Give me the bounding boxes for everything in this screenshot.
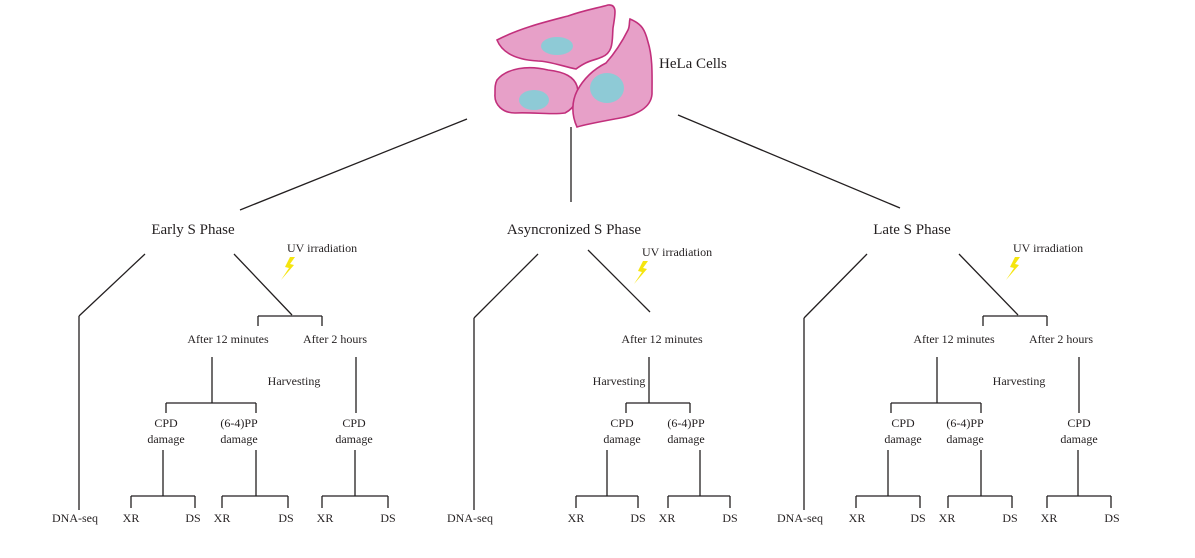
pp-damage-label: (6-4)PP [946, 416, 984, 430]
pp-damage-label: (6-4)PP [220, 416, 258, 430]
branch-asyncronized-s-phase: Asyncronized S Phase DNA-seq UV irradiat… [447, 222, 738, 525]
ds-label: DS [185, 511, 200, 525]
lightning-bolt-icon [634, 261, 648, 284]
nucleus [519, 90, 549, 110]
cell-right [572, 17, 653, 128]
ds-label: DS [1002, 511, 1017, 525]
xr-label: XR [1041, 511, 1058, 525]
time-12-minutes-label: After 12 minutes [913, 332, 995, 346]
uv-irradiation-label: UV irradiation [287, 241, 357, 255]
ds-label: DS [1104, 511, 1119, 525]
pp-damage-label: damage [946, 432, 983, 446]
root-connectors [239, 114, 901, 211]
xr-label: XR [317, 511, 334, 525]
cpd-damage-label: CPD [342, 416, 366, 430]
nucleus [541, 37, 573, 55]
diagram-title: HeLa Cells [659, 56, 727, 72]
cpd-damage-label: damage [335, 432, 372, 446]
harvesting-label: Harvesting [593, 374, 646, 388]
ds-label: DS [380, 511, 395, 525]
branch-early-s-phase: Early S Phase DNA-seq UV irradiation Aft… [52, 222, 396, 525]
cpd-damage-label: CPD [891, 416, 915, 430]
cpd-damage-label: damage [884, 432, 921, 446]
time-2-hours-label: After 2 hours [303, 332, 367, 346]
time-2-hours-label: After 2 hours [1029, 332, 1093, 346]
harvesting-label: Harvesting [268, 374, 321, 388]
ds-label: DS [910, 511, 925, 525]
dna-seq-label: DNA-seq [777, 511, 823, 525]
time-12-minutes-label: After 12 minutes [621, 332, 703, 346]
uv-irradiation-label: UV irradiation [1013, 241, 1083, 255]
time-12-minutes-label: After 12 minutes [187, 332, 269, 346]
xr-label: XR [568, 511, 585, 525]
ds-label: DS [722, 511, 737, 525]
cpd-damage-label: CPD [154, 416, 178, 430]
cell-top [495, 4, 616, 70]
dna-seq-label: DNA-seq [52, 511, 98, 525]
cpd-damage-label: CPD [610, 416, 634, 430]
xr-label: XR [214, 511, 231, 525]
nucleus [590, 73, 624, 103]
ds-label: DS [278, 511, 293, 525]
dna-seq-label: DNA-seq [447, 511, 493, 525]
phase-label: Asyncronized S Phase [507, 222, 641, 238]
lightning-bolt-icon [1006, 257, 1020, 280]
ds-label: DS [630, 511, 645, 525]
phase-label: Late S Phase [873, 222, 951, 238]
uv-irradiation-label: UV irradiation [642, 245, 712, 259]
cpd-damage-label: damage [1060, 432, 1097, 446]
branch-late-s-phase: Late S Phase DNA-seq UV irradiation Afte… [777, 222, 1120, 525]
xr-label: XR [849, 511, 866, 525]
cpd-damage-label: CPD [1067, 416, 1091, 430]
pp-damage-label: (6-4)PP [667, 416, 705, 430]
xr-label: XR [659, 511, 676, 525]
pp-damage-label: damage [667, 432, 704, 446]
harvesting-label: Harvesting [993, 374, 1046, 388]
cell-icon [494, 4, 653, 128]
xr-label: XR [123, 511, 140, 525]
xr-label: XR [939, 511, 956, 525]
pp-damage-label: damage [220, 432, 257, 446]
cpd-damage-label: damage [147, 432, 184, 446]
phase-label: Early S Phase [151, 222, 235, 238]
lightning-bolt-icon [281, 257, 295, 280]
cpd-damage-label: damage [603, 432, 640, 446]
